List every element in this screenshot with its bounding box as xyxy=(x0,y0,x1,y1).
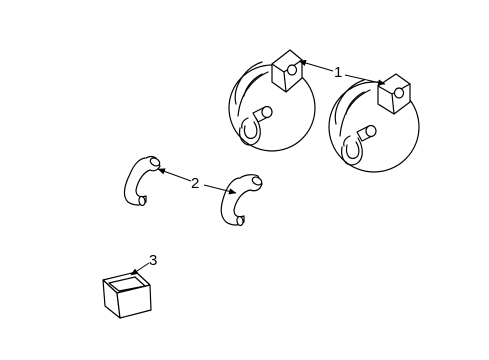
callout-3: 3 xyxy=(149,252,157,269)
horn-right xyxy=(328,73,420,173)
leader-2-left xyxy=(157,168,192,182)
hose-right xyxy=(220,174,263,227)
callout-1: 1 xyxy=(334,64,342,81)
horn-left xyxy=(228,49,316,152)
relay-box xyxy=(102,271,152,319)
leader-lines xyxy=(130,59,386,276)
hose-left xyxy=(123,155,161,207)
leader-1-left xyxy=(298,59,334,72)
leader-3 xyxy=(130,262,150,276)
callout-2: 2 xyxy=(191,175,199,192)
leader-2-right xyxy=(203,184,237,195)
leader-1-right xyxy=(344,74,386,86)
